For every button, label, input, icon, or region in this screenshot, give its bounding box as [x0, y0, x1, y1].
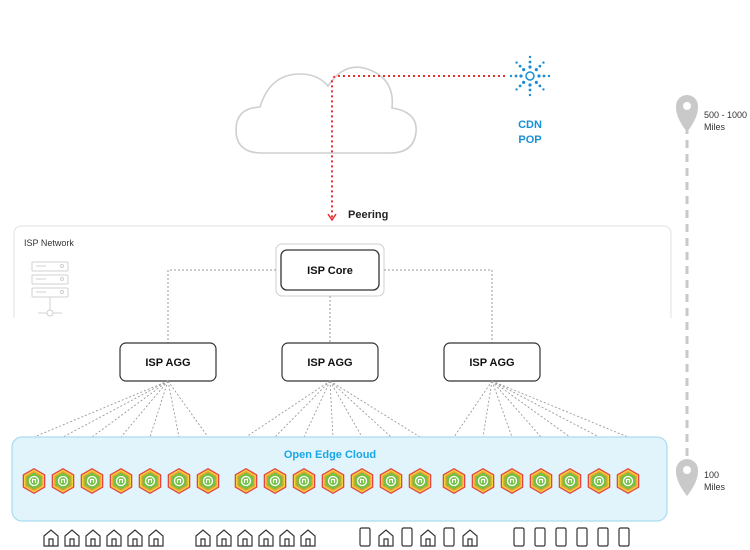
phone-icon: [597, 527, 609, 547]
cdn-pop-icon: [509, 55, 551, 97]
peering-line: [331, 75, 505, 218]
peering-label: Peering: [348, 209, 388, 221]
phone-icon: [576, 527, 588, 547]
phone-icon: [443, 527, 455, 547]
house-icon: [64, 529, 80, 547]
cdn-label-line2: POP: [518, 134, 541, 146]
distance-top-line1: 500 - 1000: [704, 110, 747, 120]
house-icon: [43, 529, 59, 547]
edge-node-icon: [321, 468, 345, 494]
edge-node-icon: [408, 468, 432, 494]
server-rack-icon: [31, 261, 69, 317]
edge-node-icon: [471, 468, 495, 494]
edge-node-icon: [80, 468, 104, 494]
distance-bottom-line1: 100: [704, 470, 719, 480]
edge-node-icon: [350, 468, 374, 494]
edge-node-icon: [292, 468, 316, 494]
cloud-icon: [235, 66, 417, 154]
isp-agg-label: ISP AGG: [307, 357, 352, 369]
isp-network-box: [13, 225, 672, 318]
edge-node-icon: [234, 468, 258, 494]
edge-node-icon: [587, 468, 611, 494]
edge-node-icon: [263, 468, 287, 494]
edge-node-icon: [442, 468, 466, 494]
isp-network-label: ISP Network: [24, 238, 74, 248]
edge-node-icon: [500, 468, 524, 494]
isp-core-box: [280, 249, 380, 291]
house-icon: [279, 529, 295, 547]
open-edge-cloud-label: Open Edge Cloud: [284, 449, 376, 461]
isp-core-label: ISP Core: [307, 265, 353, 277]
core-agg-connectors: [167, 269, 493, 343]
location-pin-icon: [676, 459, 698, 496]
house-icon: [85, 529, 101, 547]
isp-agg-label: ISP AGG: [469, 357, 514, 369]
house-icon: [148, 529, 164, 547]
house-icon: [378, 529, 394, 547]
edge-node-icon: [379, 468, 403, 494]
edge-node-icon: [529, 468, 553, 494]
edge-node-icon: [22, 468, 46, 494]
house-icon: [127, 529, 143, 547]
edge-node-icon: [138, 468, 162, 494]
peering-arrow-icon: [327, 213, 337, 222]
house-icon: [300, 529, 316, 547]
house-icon: [462, 529, 478, 547]
house-icon: [420, 529, 436, 547]
phone-icon: [513, 527, 525, 547]
edge-node-icon: [109, 468, 133, 494]
phone-icon: [555, 527, 567, 547]
phone-icon: [534, 527, 546, 547]
house-icon: [195, 529, 211, 547]
cdn-label-line1: CDN: [518, 119, 542, 131]
isp-agg-label: ISP AGG: [145, 357, 190, 369]
house-icon: [106, 529, 122, 547]
edge-node-icon: [196, 468, 220, 494]
location-pin-icon: [676, 95, 698, 132]
edge-node-icon: [51, 468, 75, 494]
house-icon: [258, 529, 274, 547]
phone-icon: [618, 527, 630, 547]
edge-node-icon: [167, 468, 191, 494]
edge-node-icon: [616, 468, 640, 494]
house-icon: [237, 529, 253, 547]
house-icon: [216, 529, 232, 547]
edge-node-icon: [558, 468, 582, 494]
distance-bottom-line2: Miles: [704, 482, 726, 492]
distance-top-line2: Miles: [704, 122, 726, 132]
phone-icon: [401, 527, 413, 547]
phone-icon: [359, 527, 371, 547]
